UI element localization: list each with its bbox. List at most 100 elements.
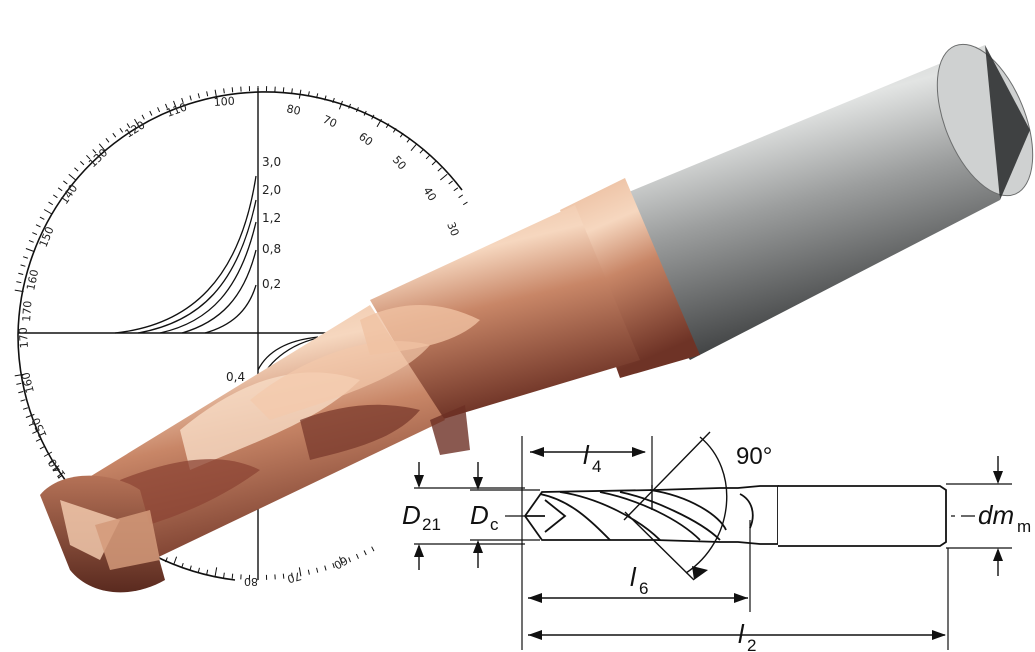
- protractor-tick: [189, 95, 192, 101]
- protractor-tick: [112, 132, 117, 138]
- radius-label-1-2: 1,2: [262, 211, 281, 225]
- protractor-tick: [197, 93, 200, 99]
- protractor-tick: [385, 123, 390, 129]
- scale-label-80: 80: [285, 102, 301, 118]
- drawing-outline: [523, 485, 947, 547]
- protractor-tick: [149, 110, 153, 116]
- protractor-tick: [231, 573, 234, 579]
- protractor-tick: [22, 407, 28, 410]
- label-Dc-sub: c: [490, 515, 499, 534]
- protractor-tick: [231, 87, 234, 93]
- scale-label-160: 160: [24, 268, 41, 291]
- protractor-tick: [431, 161, 437, 166]
- protractor-tick: [165, 557, 168, 563]
- drill-tip: [40, 475, 165, 593]
- protractor-tick: [406, 138, 411, 143]
- angle-label-90: 90°: [736, 443, 772, 470]
- protractor-tick: [173, 100, 178, 110]
- label-D21-sub: 21: [422, 515, 441, 534]
- protractor-tick: [157, 107, 161, 113]
- label-l6-sub: 6: [639, 579, 648, 598]
- protractor-tick: [324, 565, 327, 571]
- protractor-tick: [214, 89, 218, 99]
- protractor-tick: [74, 167, 79, 172]
- point-angle-indicator: [623, 431, 728, 581]
- protractor-tick: [458, 194, 464, 199]
- scale-label-30: 30: [444, 220, 461, 238]
- scale-label-70: 70: [321, 113, 339, 131]
- protractor-tick: [291, 88, 293, 94]
- scale-label-lower-70: 70: [286, 569, 303, 585]
- protractor-tick: [419, 149, 424, 154]
- protractor-tick: [32, 430, 38, 434]
- protractor-tick: [20, 399, 26, 402]
- scale-label-lower-170: 170: [17, 327, 31, 349]
- protractor: 3,0 2,0 1,2 0,8 0,2 0,4 100 110 120 130 …: [14, 86, 468, 588]
- protractor-tick: [437, 167, 442, 172]
- protractor-tick: [338, 100, 343, 110]
- protractor-tick: [282, 573, 285, 579]
- radius-label-2-0: 2,0: [262, 183, 281, 197]
- protractor-upper-arc: [17, 91, 463, 336]
- protractor-tick: [206, 91, 209, 97]
- protractor-tick: [181, 563, 184, 569]
- protractor-tick: [35, 438, 41, 442]
- label-Dc-main: D: [470, 500, 489, 530]
- scale-label-110: 110: [165, 100, 189, 119]
- protractor-tick: [410, 143, 418, 152]
- scale-label-150: 150: [37, 225, 57, 249]
- protractor-tick: [453, 187, 459, 192]
- protractor-tick: [52, 467, 58, 472]
- drill-fluted-body: [60, 305, 480, 585]
- drill-photo: [40, 43, 1034, 593]
- protractor-tick: [18, 272, 24, 275]
- scale-label-50: 50: [390, 153, 409, 172]
- extension-lines: [414, 436, 1012, 650]
- protractor-tick: [57, 187, 63, 192]
- protractor-tick: [86, 154, 91, 160]
- protractor-tick: [214, 567, 218, 577]
- protractor-tick: [18, 391, 24, 394]
- protractor-tick: [223, 88, 225, 94]
- protractor-tick: [282, 87, 285, 93]
- scale-label-lower-60: 60: [331, 553, 350, 571]
- protractor-tick: [92, 149, 97, 154]
- protractor-tick: [371, 114, 375, 120]
- label-D21-main: D: [402, 500, 421, 530]
- scale-label-40: 40: [420, 185, 438, 204]
- scale-label-lower-160: 160: [19, 371, 37, 395]
- protractor-tick: [173, 556, 178, 566]
- protractor-tick: [14, 373, 24, 377]
- protractor-tick: [332, 563, 335, 569]
- protractor-tick: [39, 446, 45, 450]
- protractor-tick: [316, 93, 319, 99]
- protractor-tick: [79, 161, 85, 166]
- protractor-tick: [316, 567, 319, 573]
- label-dm-main: dm: [978, 500, 1014, 530]
- protractor-tick: [355, 553, 359, 559]
- protractor-tick: [134, 118, 140, 128]
- label-l4-main: l: [583, 440, 590, 470]
- protractor-tick: [363, 110, 367, 116]
- protractor-tick: [25, 248, 35, 253]
- protractor-tick: [189, 565, 192, 571]
- protractor-tick: [35, 224, 41, 228]
- protractor-tick: [16, 382, 22, 385]
- protractor-tick: [63, 180, 68, 185]
- protractor-tick: [165, 103, 168, 109]
- label-dm: dm m: [978, 500, 1031, 536]
- protractor-tick: [425, 154, 430, 160]
- protractor-tick: [307, 91, 310, 97]
- protractor-tick: [48, 460, 54, 465]
- radius-label-0-2: 0,2: [262, 277, 281, 291]
- protractor-tick: [119, 127, 124, 133]
- protractor-tick: [28, 423, 34, 426]
- protractor-tick: [363, 550, 367, 556]
- protractor-tick: [98, 143, 106, 152]
- protractor-tick: [348, 103, 351, 109]
- protractor-tick: [57, 474, 63, 479]
- label-l4-sub: 4: [592, 457, 601, 476]
- label-l2-main: l: [738, 619, 745, 649]
- scale-label-60: 60: [356, 130, 375, 149]
